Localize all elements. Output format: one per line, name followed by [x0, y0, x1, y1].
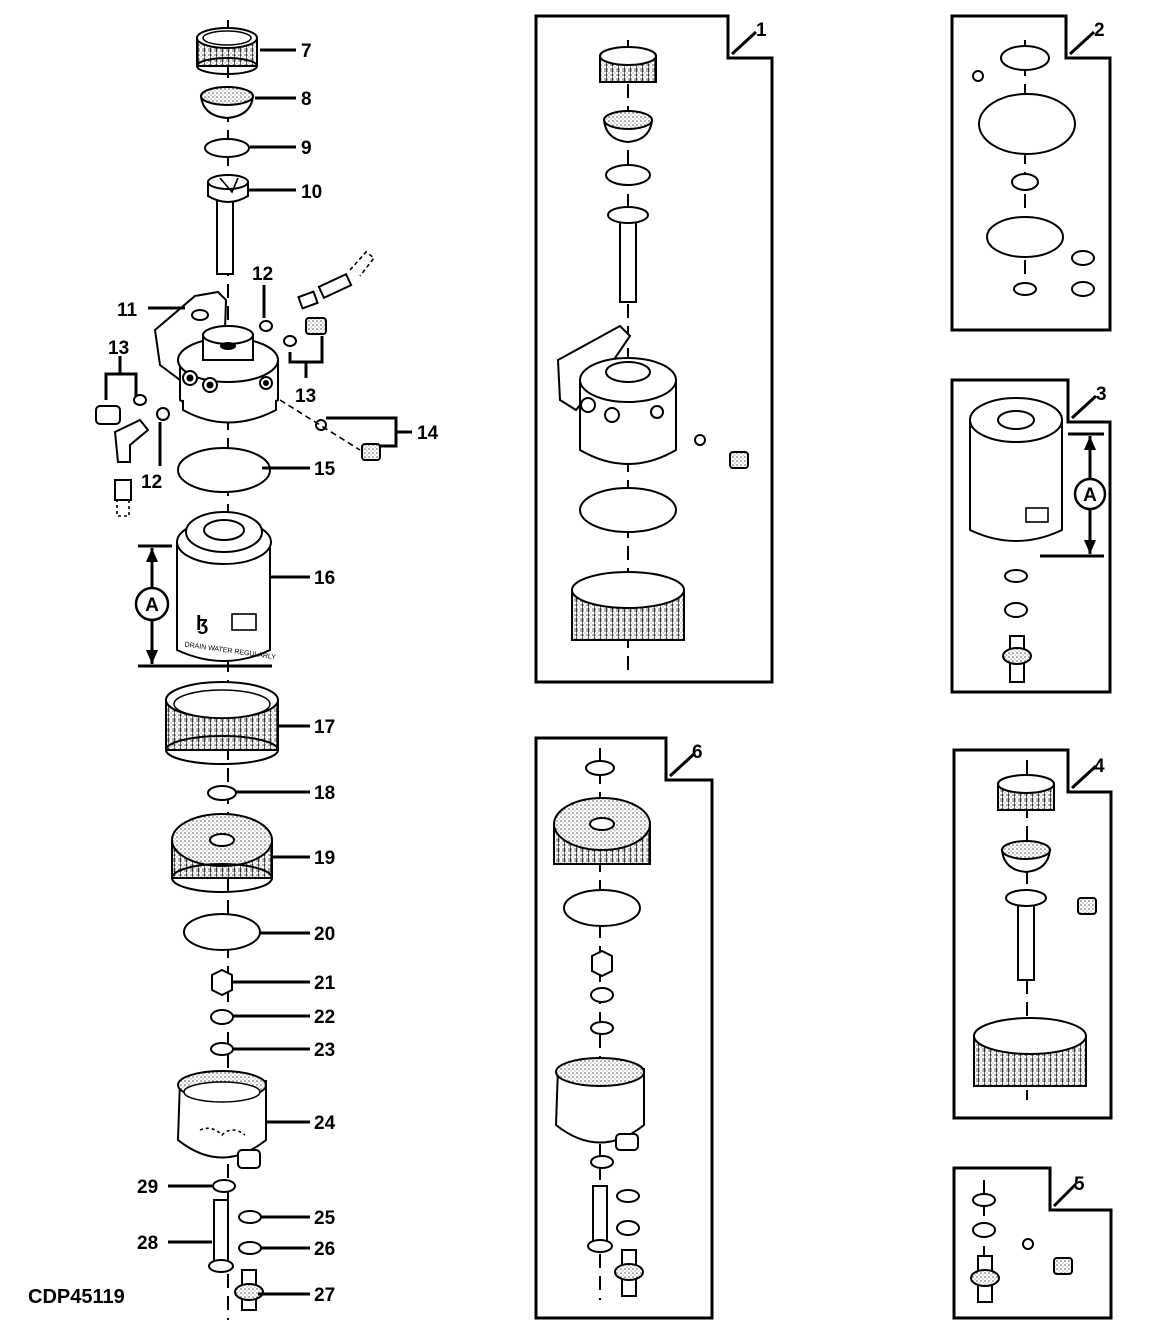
part-24-water-bowl: [176, 1070, 267, 1169]
callout-10: 10: [301, 182, 322, 203]
kit-6-box: 6: [534, 736, 714, 1320]
callout-29: 29: [137, 1177, 158, 1198]
part-21-nut: [211, 968, 233, 997]
part-20-seal-ring: [183, 913, 261, 951]
callout-16: 16: [314, 568, 335, 589]
kit-5-number: 5: [1074, 1174, 1085, 1195]
callout-20: 20: [314, 924, 335, 945]
kit-1-box: 1: [534, 14, 774, 684]
callout-21: 21: [314, 973, 336, 994]
kit-3-number: 3: [1096, 384, 1107, 405]
part-18-o-ring: [207, 785, 237, 801]
callout-8: 8: [301, 89, 312, 110]
part-15-seal-ring: [177, 447, 271, 493]
callout-17: 17: [314, 717, 335, 738]
kit-6-number: 6: [692, 742, 703, 763]
kit-2-box: 2: [950, 14, 1112, 332]
main-exploded-view: ɮ DRAIN WATER REGULARLY A: [28, 20, 439, 1320]
leader-lines: [104, 48, 412, 1296]
kit-1-number: 1: [756, 20, 767, 41]
part-23-washer: [210, 1042, 234, 1056]
dimension-a: A: [134, 544, 272, 668]
kit-3-box: 3 A: [950, 378, 1112, 694]
part-26-washer: [238, 1241, 262, 1255]
callout-12-lower: 12: [141, 472, 162, 493]
kit-3-dimension-a-label: A: [1083, 485, 1097, 506]
callout-19: 19: [314, 848, 335, 869]
callout-13-left: 13: [108, 338, 129, 359]
part-16-filter-element: ɮ DRAIN WATER REGULARLY: [176, 511, 277, 662]
callout-26: 26: [314, 1239, 335, 1260]
part-28-bolt: [208, 1199, 234, 1273]
callout-12-upper: 12: [252, 264, 273, 285]
callout-15: 15: [314, 459, 336, 480]
part-10-standpipe: [207, 174, 249, 275]
part-8-filter-cap: [199, 86, 255, 120]
part-27-drain-plug: [234, 1269, 264, 1311]
part-11-filter-head: [153, 290, 279, 424]
callout-22: 22: [314, 1007, 335, 1028]
callout-28: 28: [137, 1233, 158, 1254]
part-17-bowl-ring: [165, 681, 279, 765]
callouts: 7 8 9 10 11 12 13 13 12 14 15 16 17 18 1…: [108, 41, 439, 1306]
callout-13-right: 13: [295, 386, 316, 407]
callout-25: 25: [314, 1208, 336, 1229]
callout-24: 24: [314, 1113, 336, 1134]
part-29-o-ring: [212, 1179, 236, 1193]
kit-4-number: 4: [1094, 756, 1105, 777]
water-drop-symbol: ɮ: [196, 613, 208, 635]
callout-9: 9: [301, 138, 312, 159]
callout-11: 11: [117, 300, 138, 321]
part-25-o-ring: [238, 1210, 262, 1224]
kit-2-number: 2: [1094, 20, 1105, 41]
part-9-o-ring: [204, 138, 250, 158]
fittings-group: [95, 250, 381, 517]
callout-23: 23: [314, 1040, 335, 1061]
part-19-knurled-cap: [171, 813, 273, 893]
kit-5-box: 5: [952, 1166, 1113, 1320]
callout-7: 7: [301, 41, 312, 62]
drawing-code: CDP45119: [28, 1286, 125, 1308]
part-22-washer: [210, 1009, 234, 1025]
callout-27: 27: [314, 1285, 335, 1306]
callout-14: 14: [417, 423, 439, 444]
kit-4-box: 4: [952, 748, 1113, 1120]
part-7-cap-ring: [196, 27, 258, 75]
dimension-a-label: A: [145, 595, 159, 616]
callout-18: 18: [314, 783, 335, 804]
